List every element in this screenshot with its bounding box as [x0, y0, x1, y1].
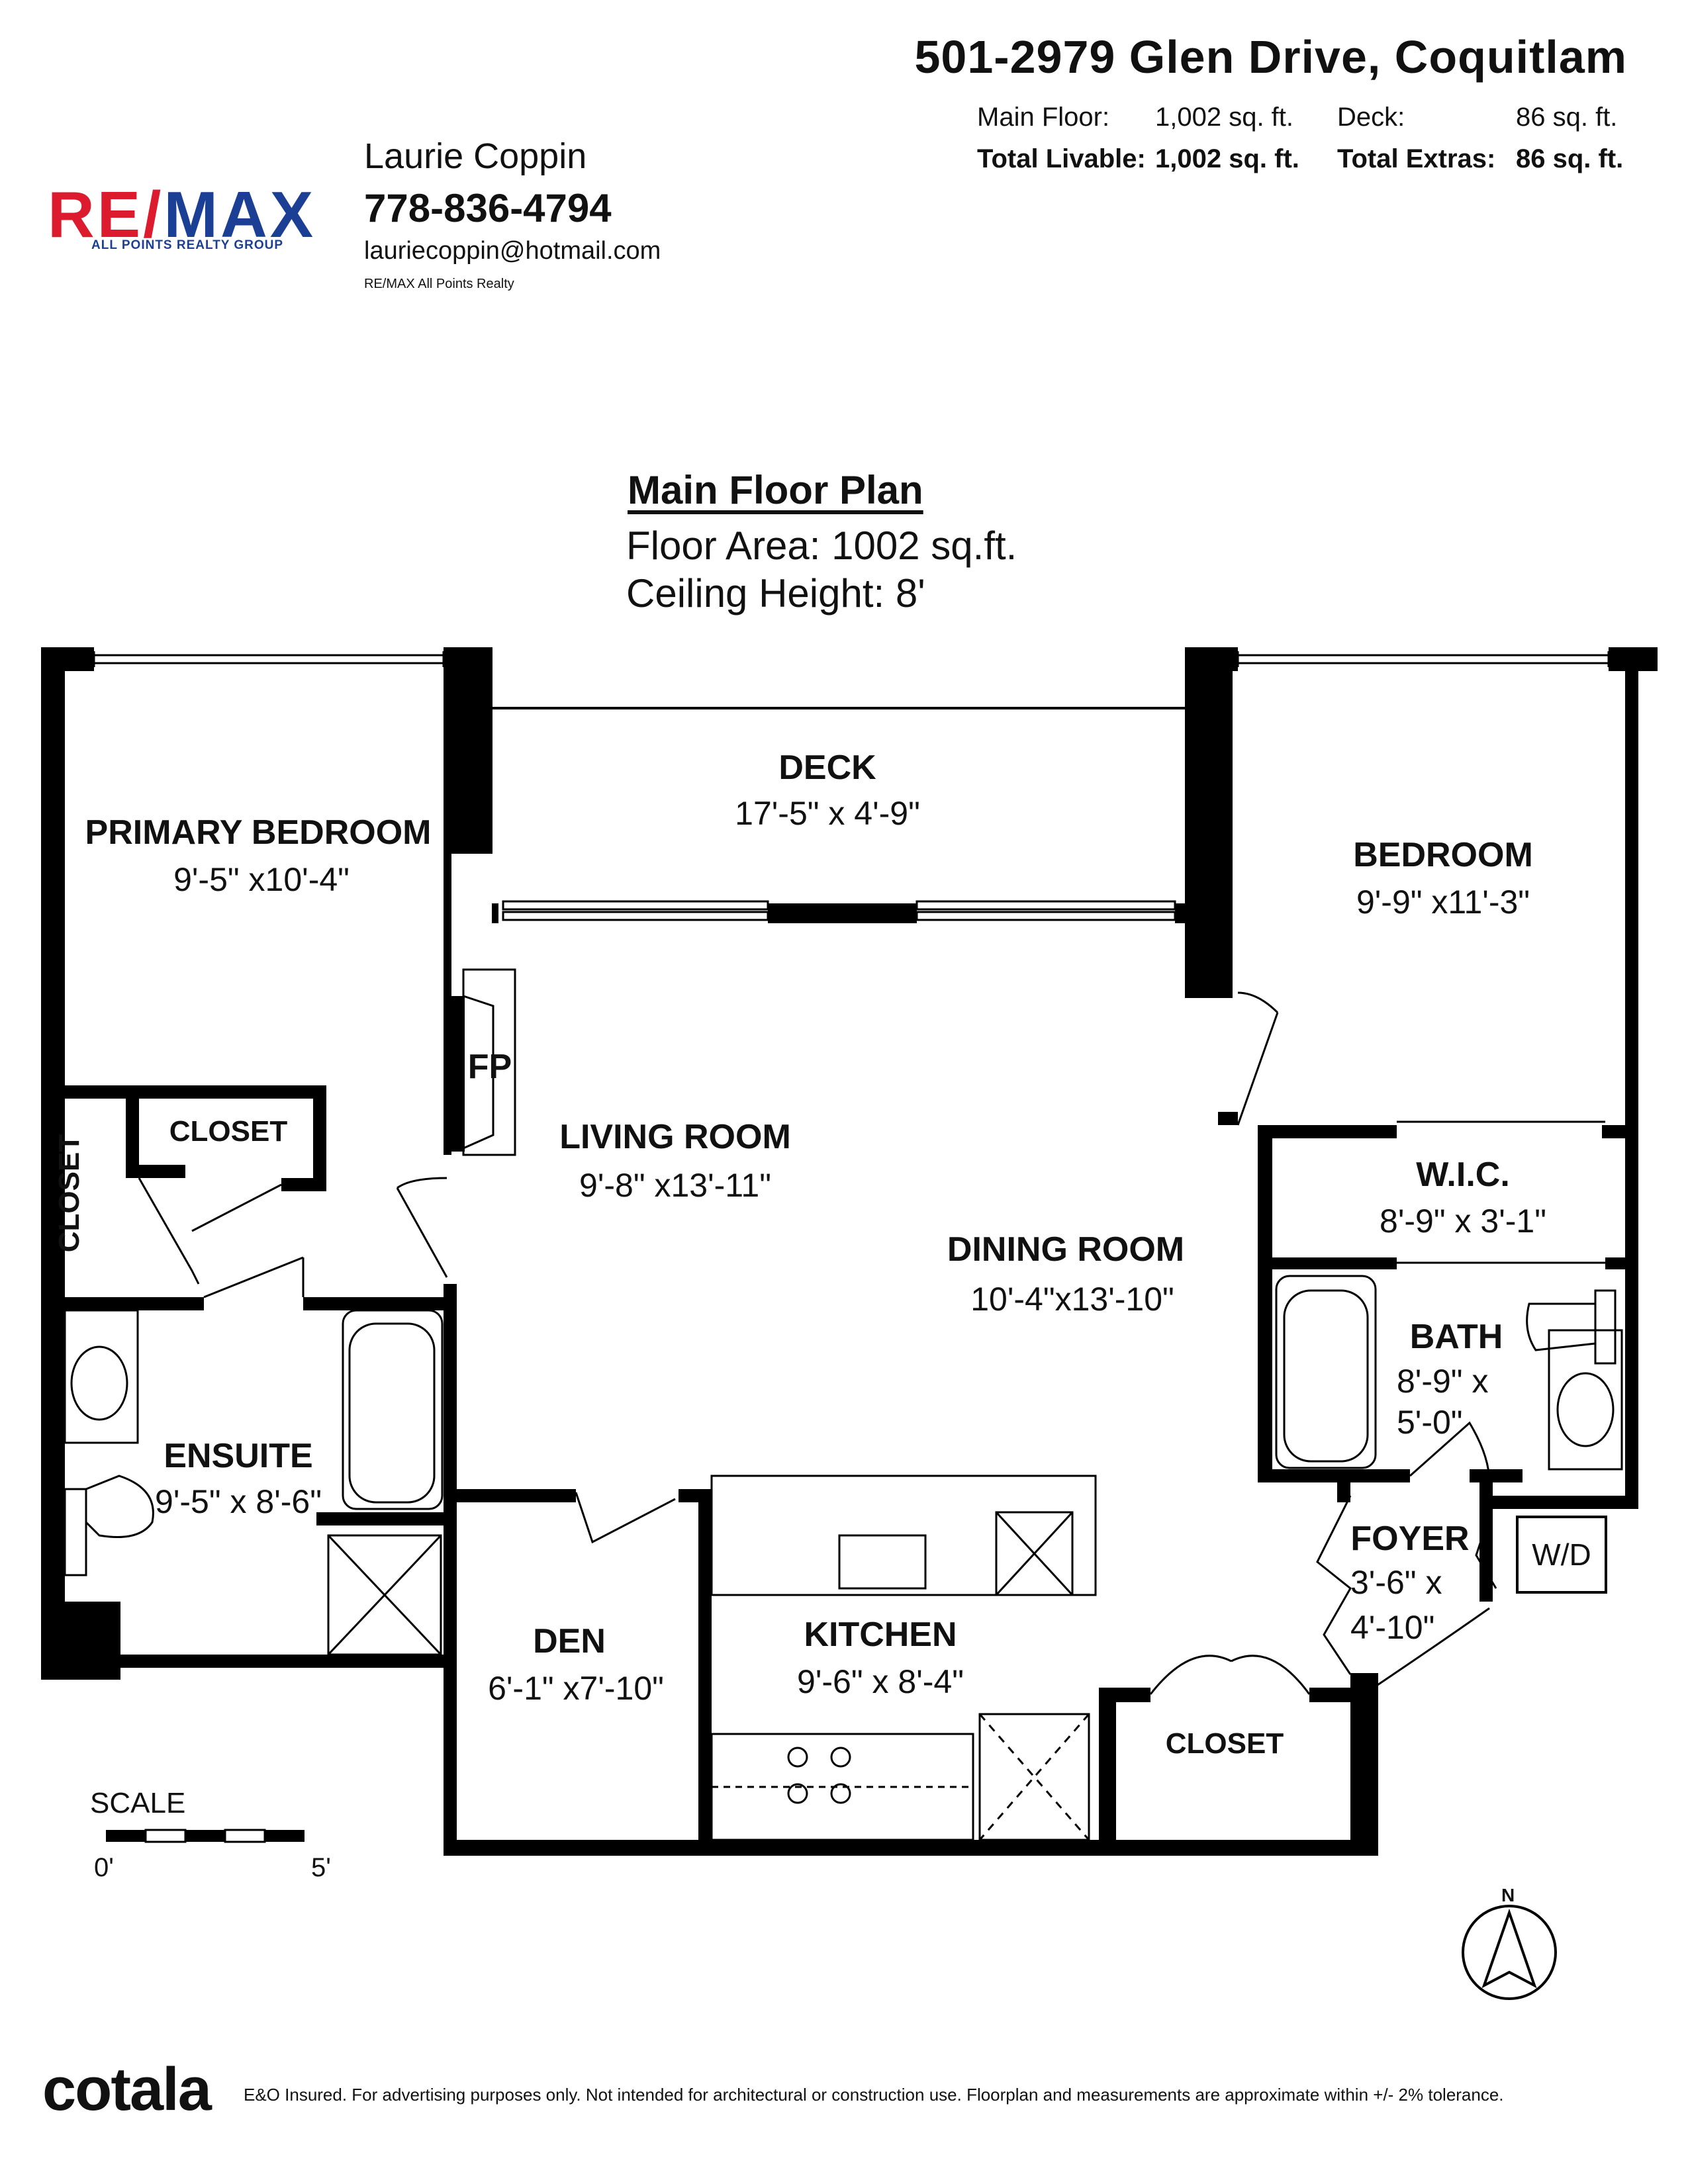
wall-bedroom-sw — [1218, 1112, 1238, 1125]
room-bath-name: BATH — [1409, 1318, 1503, 1356]
room-closet-2-name: CLOSET — [53, 1134, 85, 1253]
main-floor-label: Main Floor: — [977, 103, 1110, 132]
room-closet-1-name: CLOSET — [169, 1115, 288, 1148]
wall-slider-right — [1175, 903, 1185, 923]
room-deck-dims: 17'-5" x 4'-9" — [735, 795, 920, 832]
wall-wic-north — [1258, 1125, 1397, 1138]
total-extras-value: 86 sq. ft. — [1516, 144, 1624, 173]
room-dining-room-name: DINING ROOM — [947, 1230, 1185, 1269]
disclaimer: E&O Insured. For advertising purposes on… — [244, 2085, 1504, 2105]
wall-closet-front-left — [139, 1165, 185, 1178]
room-den-dims: 6'-1" x7'-10" — [488, 1670, 664, 1707]
wall-closet-right — [313, 1085, 326, 1191]
wall-bath-west — [1258, 1125, 1272, 1482]
total-extras-label: Total Extras: — [1337, 144, 1496, 173]
wall-bath-south — [1258, 1469, 1410, 1482]
room-dining-room-dims: 10'-4"x13'-10" — [970, 1281, 1174, 1318]
compass-label: N — [1501, 1885, 1515, 1905]
ceiling-height: Ceiling Height: 8' — [626, 571, 925, 615]
room-kitchen-dims: 9'-6" x 8'-4" — [797, 1663, 964, 1700]
room-wic-dims: 8'-9" x 3'-1" — [1380, 1203, 1546, 1240]
deck-value: 86 sq. ft. — [1516, 103, 1618, 132]
wall-closet3-east — [1350, 1673, 1378, 1853]
room-den-name: DEN — [533, 1622, 606, 1661]
room-bedroom-name: BEDROOM — [1353, 836, 1533, 874]
agent-brokerage: RE/MAX All Points Realty — [364, 277, 514, 291]
wall-ensuite-south — [120, 1655, 457, 1668]
wall-closet3-west — [1099, 1688, 1116, 1853]
room-foyer-dims-1: 3'-6" x — [1350, 1564, 1442, 1601]
scale-end: 5' — [311, 1853, 331, 1882]
wall-primary-south — [65, 1085, 326, 1099]
wall-ensuite-north-right — [303, 1297, 457, 1310]
wall-living-west-upper — [444, 854, 451, 1155]
wall-wic-south-right — [1605, 1257, 1638, 1269]
wall-den-north-left — [457, 1489, 576, 1502]
wall-bath-south-right — [1470, 1469, 1523, 1482]
wall-slider-left — [492, 903, 498, 923]
room-ensuite-dims: 9'-5" x 8'-6" — [155, 1483, 322, 1520]
room-living-room-name: LIVING ROOM — [559, 1118, 791, 1156]
wall-ensuite-north-left — [65, 1297, 204, 1310]
wall-closet-front-right — [281, 1178, 326, 1191]
wall-deck-east-pier — [1185, 647, 1233, 998]
wall-den-east — [698, 1489, 712, 1846]
wall-slider-center — [768, 903, 917, 923]
wall-south — [444, 1840, 1378, 1856]
fireplace-label: FP — [467, 1048, 512, 1086]
room-foyer-name: FOYER — [1350, 1520, 1470, 1558]
floor-area: Floor Area: 1002 sq.ft. — [626, 523, 1017, 568]
deck-railing — [492, 707, 1186, 709]
wall-shower-north — [316, 1512, 457, 1525]
wall-closet3-north-left — [1099, 1688, 1150, 1702]
property-address: 501-2979 Glen Drive, Coquitlam — [914, 31, 1627, 83]
wall-closet-divider — [126, 1099, 139, 1178]
room-deck-name: DECK — [778, 749, 876, 787]
wall-wd-south — [1489, 1496, 1638, 1509]
wall-west — [41, 647, 65, 1680]
cotala-logo: cotala — [42, 2056, 212, 2123]
wall-ensuite-east — [444, 1284, 457, 1701]
agent-email[interactable]: lauriecoppin@hotmail.com — [364, 237, 661, 265]
room-primary-bedroom-dims: 9'-5" x10'-4" — [173, 861, 350, 898]
total-livable-label: Total Livable: — [977, 144, 1146, 173]
north-compass-icon — [1462, 1905, 1557, 2000]
room-bath-dims-2: 5'-0" — [1397, 1404, 1463, 1441]
wall-east — [1625, 647, 1638, 1509]
agent-phone: 778-836-4794 — [364, 186, 612, 230]
wall-foyer-stub — [1337, 1482, 1350, 1502]
main-floor-value: 1,002 sq. ft. — [1155, 103, 1294, 132]
wall-den-west — [444, 1688, 457, 1853]
room-wic-name: W.I.C. — [1416, 1156, 1510, 1194]
room-bath-dims-1: 8'-9" x — [1397, 1363, 1489, 1400]
deck-label: Deck: — [1337, 103, 1405, 132]
scale-label: SCALE — [90, 1787, 186, 1819]
room-ensuite-name: ENSUITE — [164, 1437, 313, 1475]
wall-wic-south — [1258, 1257, 1397, 1269]
agent-name: Laurie Coppin — [364, 136, 587, 176]
wall-deck-west-pier — [444, 647, 492, 854]
total-livable-value: 1,002 sq. ft. — [1155, 144, 1299, 173]
wall-foyer-east — [1479, 1482, 1493, 1602]
remax-logo: RE/MAX — [48, 178, 316, 251]
scale-bar — [106, 1829, 305, 1843]
room-bedroom-dims: 9'-9" x11'-3" — [1356, 884, 1530, 921]
fireplace-hearth — [451, 996, 465, 1152]
room-closet-3-name: CLOSET — [1165, 1727, 1284, 1760]
remax-logo-subtitle: ALL POINTS REALTY GROUP — [91, 238, 284, 252]
washer-dryer: W/D — [1516, 1516, 1607, 1594]
wall-primary-north-left — [41, 647, 94, 671]
wall-wic-north-right — [1602, 1125, 1638, 1138]
scale-start: 0' — [94, 1853, 114, 1882]
room-kitchen-name: KITCHEN — [804, 1615, 957, 1654]
room-foyer-dims-2: 4'-10" — [1350, 1609, 1435, 1646]
room-primary-bedroom-name: PRIMARY BEDROOM — [85, 813, 432, 852]
wall-ensuite-sw-block — [41, 1602, 120, 1680]
room-living-room-dims: 9'-8" x13'-11" — [579, 1167, 771, 1204]
plan-title: Main Floor Plan — [628, 468, 923, 512]
